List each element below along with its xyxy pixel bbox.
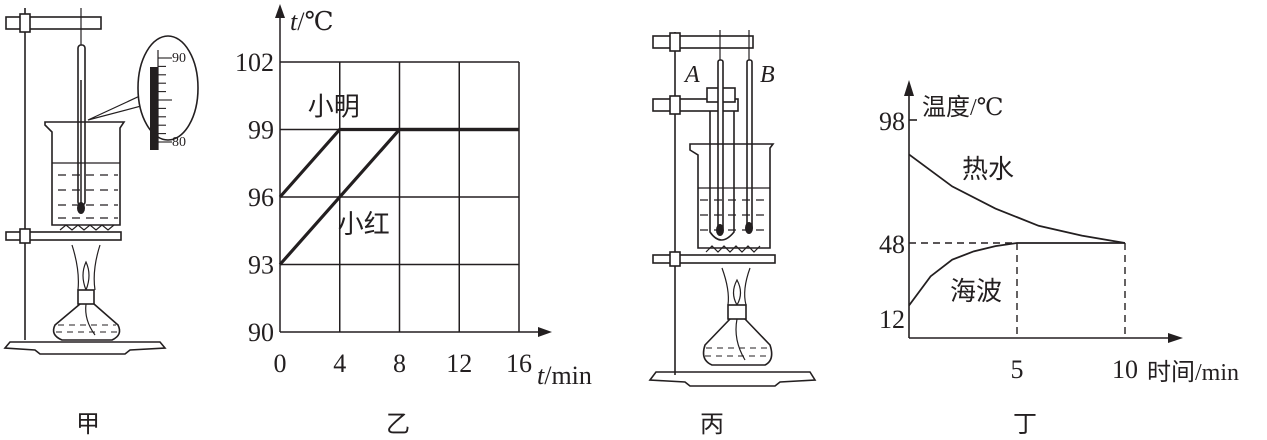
caption-jia: 甲 bbox=[76, 412, 100, 438]
y-tick-label: 102 bbox=[235, 48, 274, 77]
y-tick-label: 90 bbox=[248, 318, 274, 347]
clamp-knob-3 bbox=[669, 251, 681, 267]
flame-icon bbox=[82, 260, 90, 292]
clamp-knob-2 bbox=[19, 228, 31, 244]
ring-support bbox=[652, 254, 776, 264]
clamp-knob bbox=[19, 13, 31, 33]
y-tick-label: 98 bbox=[879, 107, 905, 136]
burner-cap bbox=[77, 289, 95, 305]
scale-label-80: 80 bbox=[172, 135, 186, 150]
flame-icon bbox=[732, 278, 742, 307]
wire-gauze bbox=[59, 224, 115, 231]
bulb-b bbox=[745, 222, 753, 234]
ring-support bbox=[5, 231, 122, 241]
x-axis-arrow-icon bbox=[1168, 333, 1183, 343]
apparatus-jia: 90 80 bbox=[3, 8, 199, 355]
x-tick-label: 5 bbox=[1011, 355, 1024, 384]
clamp-top bbox=[652, 35, 754, 49]
label-a: A bbox=[683, 62, 700, 88]
x-tick-label: 10 bbox=[1112, 355, 1138, 384]
series-label: 热水 bbox=[962, 155, 1014, 184]
y-tick-label: 96 bbox=[248, 183, 274, 212]
burner-guard bbox=[721, 267, 751, 306]
y-tick-label: 99 bbox=[248, 116, 274, 145]
y-tick-label: 12 bbox=[879, 305, 905, 334]
stand-base bbox=[648, 371, 817, 387]
thermometer-bulb bbox=[77, 202, 85, 214]
scale-ticks bbox=[158, 57, 172, 143]
y-axis-arrow-icon bbox=[275, 4, 285, 18]
clamp-knob bbox=[669, 32, 681, 52]
x-tick-label: 16 bbox=[506, 349, 532, 378]
test-tube-a bbox=[709, 111, 735, 241]
series-curve-1 bbox=[908, 153, 1126, 244]
wick bbox=[735, 318, 746, 361]
alcohol-lines bbox=[56, 324, 118, 333]
beaker bbox=[689, 143, 775, 249]
callout-pointer bbox=[87, 94, 146, 121]
x-axis-unit: /min bbox=[544, 361, 592, 390]
series-label: 海波 bbox=[950, 277, 1002, 306]
alcohol-lines bbox=[705, 347, 770, 357]
burner-guard bbox=[71, 244, 101, 291]
scale-label-90: 90 bbox=[172, 51, 186, 66]
series-line-2 bbox=[278, 127, 519, 266]
y-axis-unit: /℃ bbox=[297, 7, 333, 36]
x-tick-label: 8 bbox=[393, 349, 406, 378]
y-tick-label: 48 bbox=[879, 230, 905, 259]
alcohol-lamp bbox=[52, 303, 121, 341]
clamp-knob-2 bbox=[669, 95, 681, 115]
burner-cap bbox=[727, 304, 747, 320]
label-b: B bbox=[760, 62, 775, 88]
x-axis-arrow-icon bbox=[538, 327, 552, 337]
thermometer-a bbox=[717, 59, 724, 231]
y-axis-arrow-icon bbox=[904, 80, 914, 96]
x-axis-label: 时间/min bbox=[1147, 359, 1239, 386]
y-axis-label: 温度/℃ bbox=[922, 94, 1004, 121]
beaker bbox=[44, 121, 126, 226]
y-axis-var: t bbox=[290, 7, 298, 36]
caption-yi: 乙 bbox=[386, 412, 410, 438]
magnified-scale bbox=[137, 35, 199, 141]
wire-gauze bbox=[705, 245, 761, 253]
water-lines bbox=[700, 199, 768, 231]
x-tick-label: 12 bbox=[446, 349, 472, 378]
series-label: 小红 bbox=[338, 210, 390, 239]
caption-bing: 丙 bbox=[700, 412, 724, 438]
wick bbox=[85, 303, 96, 336]
magnified-mercury bbox=[150, 67, 158, 150]
y-axis-label: t/℃ bbox=[290, 7, 334, 36]
x-axis-var: t bbox=[537, 361, 545, 390]
alcohol-lamp bbox=[702, 318, 773, 366]
water-lines bbox=[58, 174, 118, 219]
series-label: 小明 bbox=[308, 93, 360, 122]
x-axis-label: t/min bbox=[537, 361, 592, 390]
series-curve-2 bbox=[908, 242, 1125, 307]
apparatus-bing: A B bbox=[648, 30, 817, 387]
y-tick-label: 93 bbox=[248, 251, 274, 280]
x-tick-label: 0 bbox=[274, 349, 287, 378]
caption-ding: 丁 bbox=[1013, 412, 1037, 438]
stand-base bbox=[3, 341, 167, 355]
thermometer-b bbox=[746, 59, 753, 231]
x-tick-label: 4 bbox=[333, 349, 346, 378]
